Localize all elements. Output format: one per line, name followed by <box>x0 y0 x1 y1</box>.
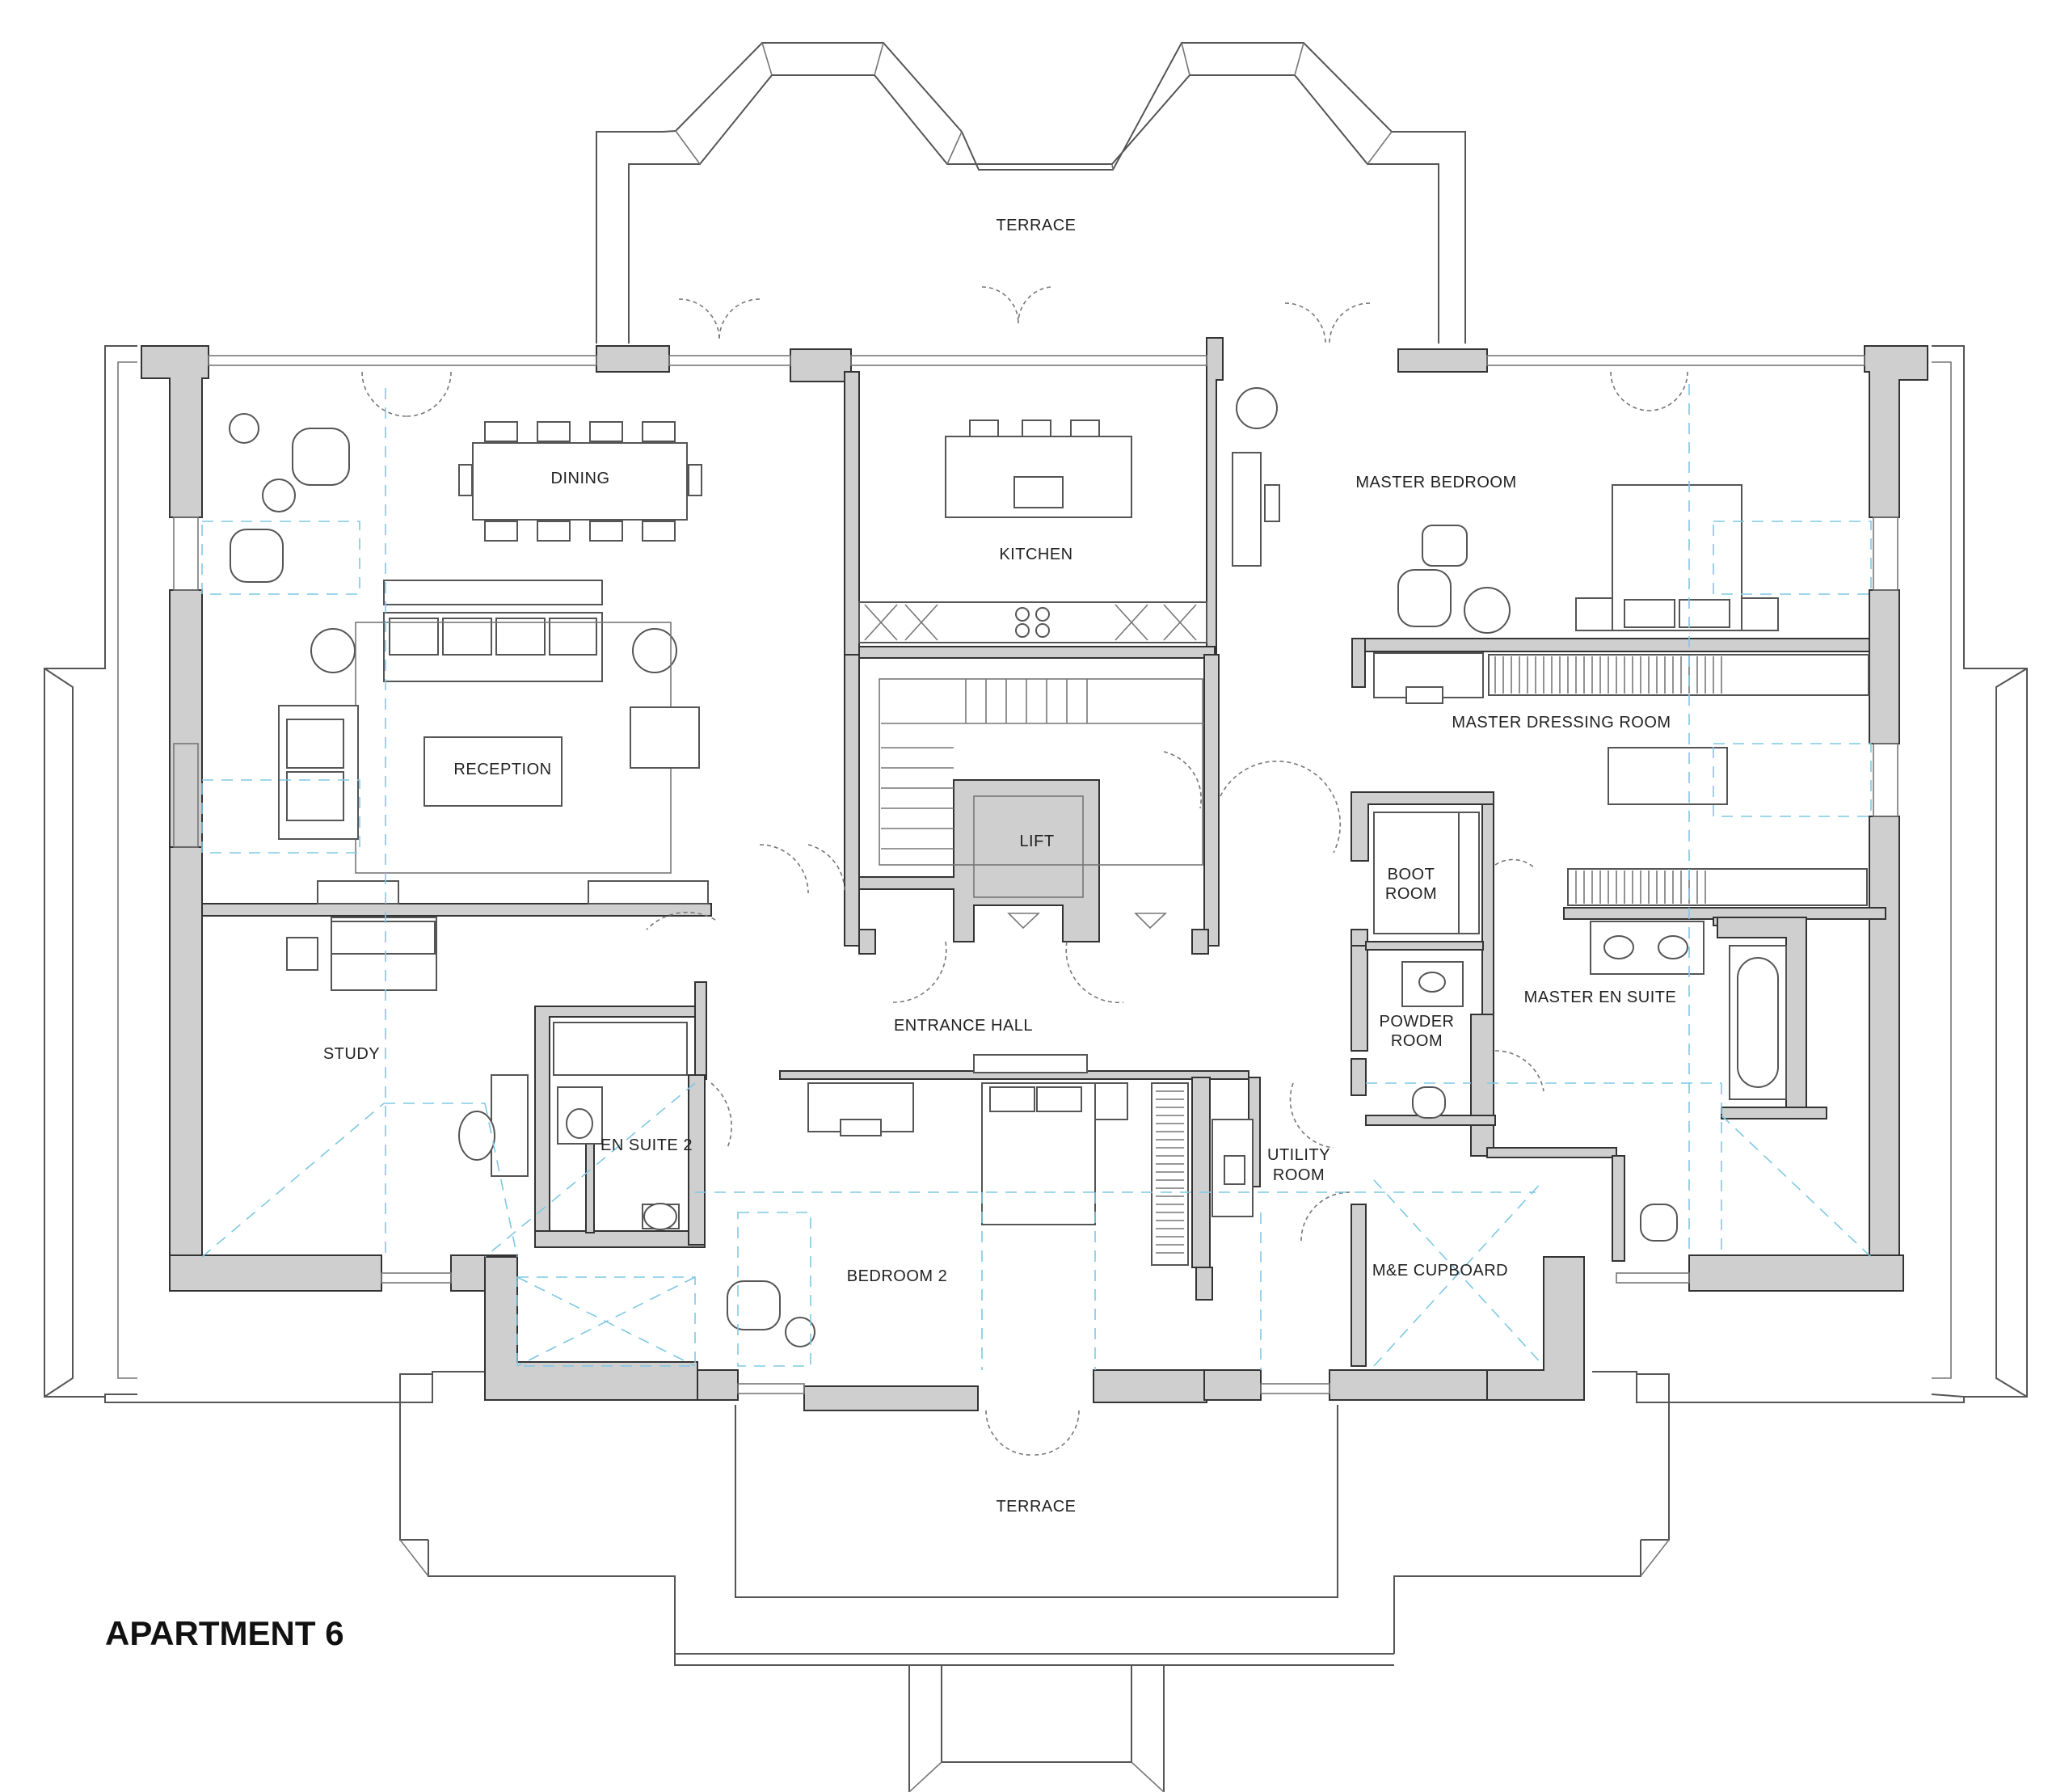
room-labels: TERRACE DINING KITCHEN MASTER BEDROOM RE… <box>323 217 1676 1516</box>
label-study: STUDY <box>323 1045 380 1063</box>
furniture <box>229 387 1869 1347</box>
plan-title: APARTMENT 6 <box>105 1614 344 1652</box>
label-entrance-hall: ENTRANCE HALL <box>894 1017 1033 1035</box>
exterior-lines <box>44 345 2028 1792</box>
label-bedroom-2: BEDROOM 2 <box>847 1267 948 1285</box>
label-boot-room-line1: BOOT <box>1388 866 1435 883</box>
label-reception: RECEPTION <box>453 761 551 778</box>
label-lift: LIFT <box>1019 833 1054 850</box>
label-en-suite-2: EN SUITE 2 <box>600 1136 693 1154</box>
doors <box>361 286 1688 1456</box>
label-dining: DINING <box>551 470 610 487</box>
label-utility-room-line1: UTILITY <box>1267 1146 1330 1164</box>
label-terrace-top: TERRACE <box>996 217 1076 234</box>
walls <box>141 337 1928 1411</box>
label-boot-room-line2: ROOM <box>1385 885 1437 903</box>
label-me-cupboard: M&E CUPBOARD <box>1372 1262 1508 1280</box>
label-kitchen: KITCHEN <box>999 546 1072 563</box>
ceiling-guide-lines <box>201 384 1872 1370</box>
label-master-en-suite: MASTER EN SUITE <box>1524 989 1677 1006</box>
top-terrace-outline <box>596 42 1466 344</box>
label-terrace-bottom: TERRACE <box>996 1498 1076 1516</box>
staircase <box>879 678 1204 930</box>
label-powder-room-line2: ROOM <box>1391 1032 1443 1050</box>
label-utility-room-line2: ROOM <box>1273 1166 1325 1184</box>
windows <box>173 355 1898 1394</box>
label-master-dressing-room: MASTER DRESSING ROOM <box>1452 714 1671 732</box>
label-powder-room-line1: POWDER <box>1380 1013 1455 1031</box>
label-master-bedroom: MASTER BEDROOM <box>1355 474 1516 491</box>
